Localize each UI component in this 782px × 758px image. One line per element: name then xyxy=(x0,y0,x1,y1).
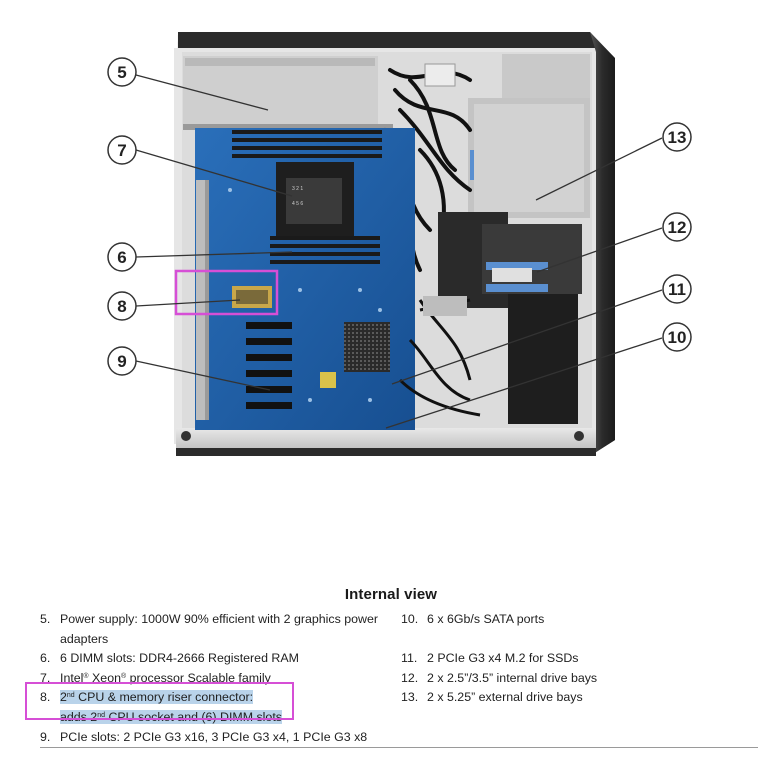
internal-drive-bays xyxy=(438,212,582,424)
item-number: 5. xyxy=(40,612,51,626)
power-supply xyxy=(183,56,393,130)
list-item-13: 13. 2 x 5.25” external drive bays xyxy=(401,688,761,708)
item-text: 2 x 2.5”/3.5” internal drive bays xyxy=(427,670,598,685)
item-8-highlight-box xyxy=(25,682,294,720)
expansion-brackets xyxy=(196,180,209,420)
callout-9-number: 9 xyxy=(117,352,126,371)
psu-bracket xyxy=(423,296,467,316)
callout-8 xyxy=(107,291,137,321)
callout-10 xyxy=(662,322,692,352)
callout-10-number: 10 xyxy=(668,328,687,347)
item-number: 11. xyxy=(401,651,418,666)
svg-text:4 5 6: 4 5 6 xyxy=(292,201,303,207)
item-text: 2 PCIe G3 x4 M.2 for SSDs xyxy=(427,651,579,666)
list-item-8: 8. 2nd CPU & memory riser connector:adds… xyxy=(40,688,392,727)
callout-11 xyxy=(662,274,692,304)
item-number: 13. xyxy=(401,690,419,705)
item-number: 6. xyxy=(40,651,51,666)
riser-highlight-box xyxy=(174,269,279,316)
callout-12 xyxy=(662,212,692,242)
callout-9 xyxy=(107,346,137,376)
list-item-12: 12. 2 x 2.5”/3.5” internal drive bays xyxy=(401,669,761,689)
callout-5 xyxy=(107,57,137,87)
item-text: Power supply: 1000W 90% efficient with 2… xyxy=(60,612,378,626)
callout-5-number: 5 xyxy=(117,63,126,82)
feature-list-left: 5. Power supply: 1000W 90% efficient wit… xyxy=(40,610,392,747)
item-text: 2 x 5.25” external drive bays xyxy=(427,690,583,705)
item-text: PCIe slots: 2 PCIe G3 x16, 3 PCIe G3 x4,… xyxy=(60,729,368,744)
list-item-11: 11. 2 PCIe G3 x4 M.2 for SSDs xyxy=(401,649,761,669)
list-item-10: 10. 6 x 6Gb/s SATA ports xyxy=(401,610,761,630)
section-title: Internal view xyxy=(344,586,438,603)
external-drive-bays xyxy=(468,54,590,218)
workstation-internal-view-figure: 3 2 1 4 5 6 xyxy=(107,32,692,456)
callout-13 xyxy=(662,122,692,152)
item-text: 2nd CPU & memory riser connector:adds 2n… xyxy=(60,690,282,724)
item-text: 6 x 6Gb/s SATA ports xyxy=(427,612,545,626)
item-text-continued: adapters xyxy=(60,631,109,646)
list-item-5: 5. Power supply: 1000W 90% efficient wit… xyxy=(40,610,392,649)
callout-13-number: 13 xyxy=(668,128,687,147)
item-text: Intel® Xeon® processor Scalable family xyxy=(60,670,271,685)
feature-list-right: 10. 6 x 6Gb/s SATA ports 11. 2 PCIe G3 x… xyxy=(401,610,761,708)
callout-8-number: 8 xyxy=(117,297,126,316)
callout-7-number: 7 xyxy=(117,141,126,160)
list-item-6: 6. 6 DIMM slots: DDR4-2666 Registered RA… xyxy=(40,649,392,669)
item-number: 9. xyxy=(40,729,51,744)
callout-11-number: 11 xyxy=(668,280,686,299)
item-number: 12. xyxy=(401,670,419,685)
callout-6 xyxy=(107,242,137,272)
item-number: 7. xyxy=(40,670,51,685)
list-item-7: 7. Intel® Xeon® processor Scalable famil… xyxy=(40,669,392,689)
item-number: 8. xyxy=(40,690,51,705)
item-text: 6 DIMM slots: DDR4-2666 Registered RAM xyxy=(60,651,299,666)
bottom-divider xyxy=(40,747,758,748)
svg-text:3 2 1: 3 2 1 xyxy=(292,186,303,192)
callout-6-number: 6 xyxy=(117,248,126,267)
callout-12-number: 12 xyxy=(668,218,687,237)
fan-connector xyxy=(424,63,456,87)
callout-7 xyxy=(107,135,137,165)
motherboard: 3 2 1 4 5 6 xyxy=(195,128,415,430)
list-item-9: 9. PCIe slots: 2 PCIe G3 x16, 3 PCIe G3 … xyxy=(40,728,392,748)
callout-circles xyxy=(107,57,692,376)
callout-leaders xyxy=(135,74,663,429)
item-number: 10. xyxy=(401,612,419,626)
